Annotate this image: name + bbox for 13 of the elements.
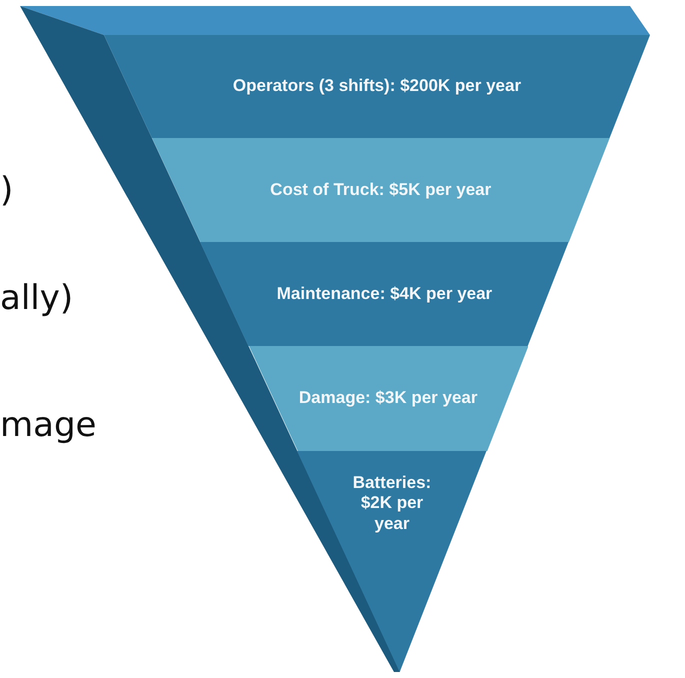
pyramid-band	[152, 138, 610, 242]
pyramid-band	[104, 35, 650, 138]
band-label: Batteries: $2K per year	[352, 473, 432, 534]
partial-text: )	[0, 170, 14, 210]
band-label: Cost of Truck: $5K per year	[270, 180, 492, 200]
band-label: Damage: $3K per year	[298, 388, 478, 409]
band-label: Maintenance: $4K per year	[276, 284, 492, 304]
band-label: Operators (3 shifts): $200K per year	[232, 76, 522, 97]
partial-text: ally)	[0, 278, 74, 318]
pyramid-band	[200, 242, 569, 346]
partial-text: mage	[0, 405, 96, 445]
pyramid-band	[297, 451, 487, 672]
pyramid-band	[248, 346, 528, 451]
